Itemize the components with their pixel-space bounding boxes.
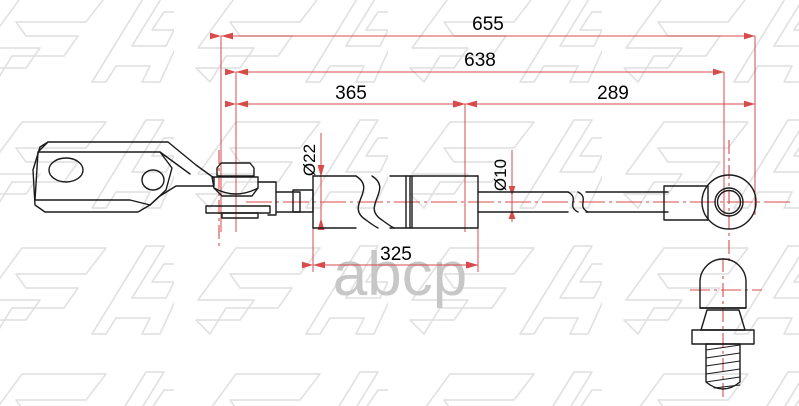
dim-label-dia10: Ø10 bbox=[491, 159, 510, 191]
center-axis-verticals bbox=[218, 140, 730, 400]
dim-arrowheads bbox=[221, 32, 478, 269]
dimension-text-layer: 655 638 365 289 325 Ø22 Ø10 bbox=[300, 14, 629, 265]
eyelet-outer-ring bbox=[701, 174, 757, 230]
ball-stud-detail bbox=[691, 258, 755, 390]
bracket-hole-left bbox=[48, 157, 84, 183]
break-symbol-rod-b bbox=[577, 191, 589, 213]
dimension-layer bbox=[210, 32, 790, 400]
part-geometry-layer bbox=[32, 141, 757, 390]
ball-socket-joint bbox=[205, 162, 301, 219]
eyelet-shank bbox=[663, 185, 709, 221]
dim-dia10 bbox=[508, 150, 516, 222]
dim-label-655: 655 bbox=[472, 14, 504, 35]
dim-label-289: 289 bbox=[597, 83, 629, 104]
left-mounting-bracket bbox=[32, 141, 215, 213]
dim-label-dia22: Ø22 bbox=[300, 144, 319, 176]
eyelet-inner-hole-inner bbox=[716, 189, 742, 215]
dim-dia22 bbox=[317, 133, 325, 230]
eyelet-inner-hole bbox=[714, 187, 744, 217]
dim-label-638: 638 bbox=[464, 50, 496, 71]
right-eyelet bbox=[663, 174, 757, 230]
break-symbol-rod-a bbox=[567, 191, 579, 213]
ball-stud-thread-body bbox=[705, 343, 741, 390]
bracket-hole-right bbox=[141, 169, 165, 191]
ball-stud-head bbox=[699, 258, 747, 309]
gas-cylinder-body bbox=[292, 175, 479, 229]
dim-label-365: 365 bbox=[335, 83, 367, 104]
thread-hatching bbox=[705, 344, 741, 389]
break-symbol-cylinder-b bbox=[371, 175, 395, 229]
piston-rod bbox=[477, 191, 669, 213]
abcp-watermark: abcp bbox=[333, 240, 467, 309]
break-symbol-cylinder-a bbox=[355, 175, 379, 229]
dim-label-325: 325 bbox=[380, 244, 412, 265]
